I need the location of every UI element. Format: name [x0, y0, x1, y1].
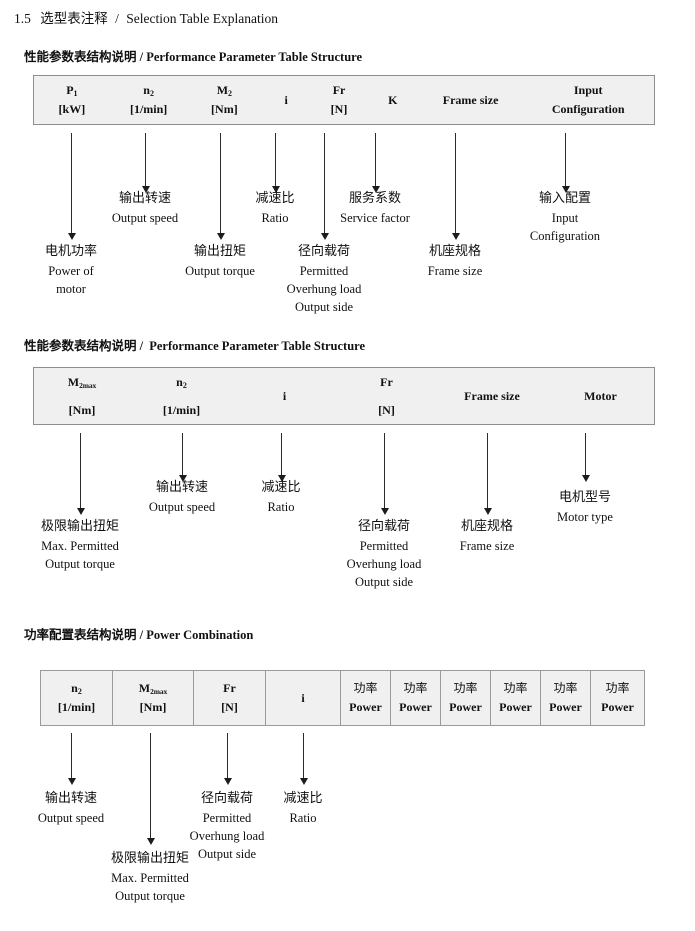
note-output-speed-2: 输出转速 Output speed	[148, 480, 216, 514]
table3-header-power-1: 功率 Power	[341, 671, 391, 725]
table2-header-fr: Fr [N]	[378, 374, 395, 417]
table2-header-motor: Motor	[584, 388, 617, 403]
note-input-configuration: 输入配置 Input Configuration	[529, 191, 601, 243]
section-heading-2-separator: /	[139, 339, 144, 353]
table2-header-frame-size: Frame size	[464, 388, 520, 403]
table3-header-power-3: 功率 Power	[441, 671, 491, 725]
table3-header-m2max: M2max [Nm]	[113, 671, 194, 725]
table1-header-m2: M2 [Nm]	[211, 83, 238, 116]
table3-header-i: i	[266, 671, 341, 725]
note-output-torque: 输出扭矩 Output torque	[185, 244, 255, 278]
section-title-cn: 选型表注释	[40, 11, 108, 27]
table3-header-power-4: 功率 Power	[491, 671, 541, 725]
table3-header-power-2: 功率 Power	[391, 671, 441, 725]
table1-header-n2: n2 [1/min]	[129, 83, 168, 116]
section-heading-2: 性能参数表结构说明 / Performance Parameter Table …	[24, 335, 365, 354]
section-heading-2-en: Performance Parameter Table Structure	[149, 339, 366, 353]
note-frame-size: 机座规格 Frame size	[427, 244, 483, 278]
section-title-separator: /	[115, 11, 119, 26]
table1-header-frame-size: Frame size	[442, 92, 499, 107]
section-heading-1: 性能参数表结构说明 / Performance Parameter Table …	[24, 46, 362, 65]
note-ratio-2: 减速比 Ratio	[261, 480, 301, 514]
table3-header-fr: Fr [N]	[194, 671, 266, 725]
section-heading-2-cn: 性能参数表结构说明	[24, 338, 137, 353]
note-permitted-overhung-load: 径向载荷 Permitted Overhung load Output side	[286, 244, 362, 315]
section-title-en: Selection Table Explanation	[126, 11, 279, 26]
section-heading-3-separator: /	[139, 628, 144, 642]
section-heading-3-cn: 功率配置表结构说明	[24, 627, 137, 642]
note-permitted-overhung-load-2: 径向载荷 Permitted Overhung load Output side	[346, 519, 422, 590]
performance-parameter-table-2: M2max [Nm] n2 [1/min] i Fr [N] Frame siz…	[33, 367, 655, 425]
table2-header-m2max: M2max [Nm]	[67, 374, 97, 417]
table2-header-i: i	[282, 388, 287, 403]
note-ratio: 减速比 Ratio	[255, 191, 295, 225]
note-output-speed: 输出转速 Output speed	[111, 191, 179, 225]
page-title: 1.5 选型表注释 / Selection Table Explanation	[14, 7, 278, 27]
section-number: 1.5	[14, 11, 31, 26]
note-permitted-overhung-load-3: 径向载荷 Permitted Overhung load Output side	[189, 791, 265, 862]
power-combination-table: n2 [1/min] M2max [Nm] Fr [N] i 功率 Power …	[40, 670, 645, 726]
table3-header-n2: n2 [1/min]	[41, 671, 113, 725]
table1-header-input-configuration: Input Configuration	[551, 83, 625, 116]
note-motor-type: 电机型号 Motor type	[557, 490, 613, 524]
note-max-permitted-output-torque: 极限输出扭矩 Max. Permitted Output torque	[40, 519, 120, 571]
note-frame-size-2: 机座规格 Frame size	[459, 519, 515, 553]
note-max-permitted-output-torque-3: 极限输出扭矩 Max. Permitted Output torque	[110, 851, 190, 903]
note-output-speed-3: 输出转速 Output speed	[37, 791, 105, 825]
table2-header-n2: n2 [1/min]	[162, 374, 201, 417]
table1-header-p1: P1 [kW]	[58, 83, 86, 116]
table3-header-power-5: 功率 Power	[541, 671, 591, 725]
note-ratio-3: 减速比 Ratio	[283, 791, 323, 825]
section-heading-1-separator: /	[139, 50, 144, 64]
section-heading-3: 功率配置表结构说明 / Power Combination	[24, 624, 253, 643]
table1-header-i: i	[284, 92, 288, 107]
note-power-of-motor: 电机功率 Power of motor	[44, 244, 98, 296]
table3-header-power-6: 功率 Power	[601, 681, 634, 714]
table1-header-k: K	[388, 92, 398, 107]
section-heading-1-en: Performance Parameter Table Structure	[146, 50, 363, 64]
performance-parameter-table-1: P1 [kW] n2 [1/min] M2 [Nm] i Fr [N] K Fr…	[33, 75, 655, 125]
table1-header-fr: Fr [N]	[330, 83, 348, 116]
section-heading-3-en: Power Combination	[146, 628, 254, 642]
section-heading-1-cn: 性能参数表结构说明	[24, 49, 137, 64]
note-service-factor: 服务系数 Service factor	[340, 191, 410, 225]
